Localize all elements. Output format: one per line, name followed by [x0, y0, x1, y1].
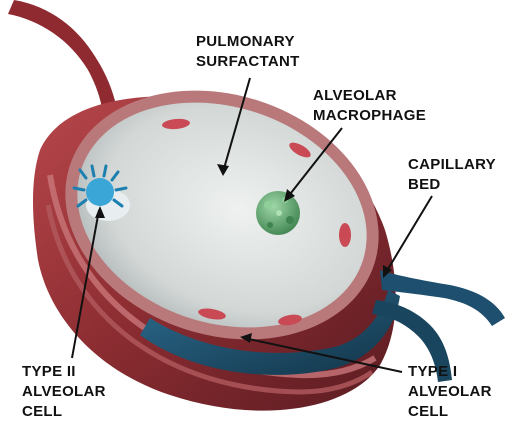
macrophage-arrowhead: [284, 189, 295, 202]
label-line: CELL: [22, 403, 63, 420]
label-line: TYPE I: [408, 363, 458, 380]
type-i-cell: [278, 314, 302, 326]
capillary-venule: [380, 270, 505, 326]
label-line: CELL: [408, 403, 449, 420]
label-type-ii-alveolar-cell: TYPE II ALVEOLAR CELL: [22, 362, 106, 422]
alveolar-lumen: [77, 102, 367, 328]
macrophage-leader: [286, 127, 343, 199]
label-type-i-alveolar-cell: TYPE I ALVEOLAR CELL: [408, 362, 492, 422]
label-line: BED: [408, 176, 441, 193]
capillary-venule: [372, 300, 452, 382]
wall-band: [45, 204, 374, 395]
label-line: CAPILLARY: [408, 156, 496, 173]
label-line: ALVEOLAR: [22, 383, 106, 400]
label-pulmonary-surfactant: PULMONARY SURFACTANT: [196, 32, 300, 72]
capillary-bed: [140, 290, 400, 375]
surfactant-leader: [222, 77, 251, 173]
label-alveolar-macrophage: ALVEOLAR MACROPHAGE: [313, 86, 426, 126]
label-capillary-bed: CAPILLARY BED: [408, 155, 496, 195]
capillary-leader: [384, 195, 433, 275]
type-i-cell: [339, 223, 351, 247]
type1-arrowhead: [240, 333, 252, 343]
type-ii-cell: [72, 164, 130, 221]
type-i-cell: [162, 118, 190, 130]
type2-arrowhead: [95, 206, 105, 218]
alveolar-macrophage: [256, 191, 300, 235]
label-line: ALVEOLAR: [313, 87, 397, 104]
type-i-cell: [289, 142, 311, 158]
capillary-arrowhead: [383, 265, 392, 278]
type-i-cell: [198, 308, 226, 320]
label-line: ALVEOLAR: [408, 383, 492, 400]
leader-lines: [71, 77, 433, 373]
label-line: MACROPHAGE: [313, 107, 427, 124]
label-line: SURFACTANT: [196, 53, 300, 70]
surfactant-arrowhead: [217, 164, 229, 176]
type2-leader: [71, 209, 100, 359]
type1-leader: [243, 337, 403, 373]
label-line: PULMONARY: [196, 33, 295, 50]
label-line: TYPE II: [22, 363, 76, 380]
leader-arrowheads: [95, 164, 392, 343]
